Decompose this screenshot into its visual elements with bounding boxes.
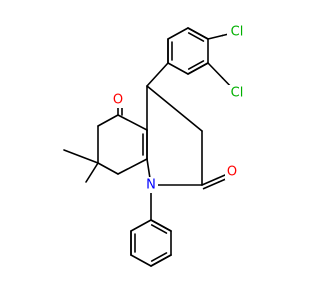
bond-c8-c8a xyxy=(117,158,148,175)
chlorine-label-top: Cl xyxy=(231,25,244,40)
double-bond-aryl-4-5-inner xyxy=(187,60,205,70)
double-bond-phenyl-3-4-inner xyxy=(150,252,168,262)
cl-top-label-bg xyxy=(227,24,247,40)
nitrogen-label: N xyxy=(146,178,156,193)
bond-aryl-1-2 xyxy=(167,27,189,40)
double-bond-aryl-4-5 xyxy=(187,62,209,75)
double-bond-amide-inner-a xyxy=(202,181,220,190)
chlorine-label-bottom: Cl xyxy=(231,86,244,101)
bond-c4a-c5 xyxy=(117,114,148,131)
bond-aryl-to-c4 xyxy=(146,62,169,87)
ketone-oxygen-label-bg xyxy=(111,92,125,108)
bond-c7-c8 xyxy=(97,162,119,175)
bond-methyl-2 xyxy=(85,162,99,183)
nitrogen-label-bg xyxy=(144,177,158,193)
bond-aryl-cl-top-a xyxy=(207,34,224,40)
double-bond-aryl-2-3-inner xyxy=(187,32,205,42)
bonds-group xyxy=(63,27,238,267)
double-bond-phenyl-1-2 xyxy=(150,219,172,232)
double-bond-phenyl-3-4 xyxy=(150,254,172,267)
bond-methyl-1 xyxy=(63,149,99,164)
double-bond-aryl-2-3 xyxy=(187,27,209,40)
bond-aryl-cl-bottom-a xyxy=(207,62,224,79)
cl-bottom-label-bg xyxy=(227,85,247,101)
bond-c4-c3 xyxy=(146,85,203,132)
amide-oxygen-label: O xyxy=(227,165,237,180)
bond-c5-c6 xyxy=(97,114,119,127)
double-bond-amide-a xyxy=(201,177,218,186)
double-bond-phenyl-1-2-inner xyxy=(150,224,168,234)
ketone-oxygen-label: O xyxy=(113,93,123,108)
bond-phenyl-6-1 xyxy=(130,219,152,232)
atom-labels-group: Cl Cl O O N xyxy=(111,24,247,193)
bond-aryl-5-6 xyxy=(167,62,189,75)
molecule-structure: Cl Cl O O N xyxy=(63,24,247,267)
bond-phenyl-4-5 xyxy=(130,254,152,267)
amide-oxygen-label-bg xyxy=(225,164,239,180)
